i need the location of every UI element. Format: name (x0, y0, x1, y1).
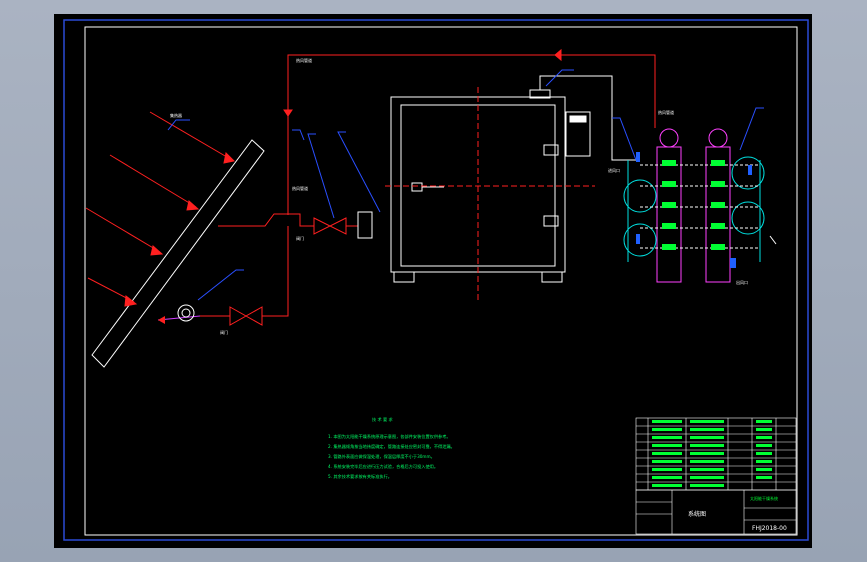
collector-pipe (157, 304, 201, 324)
inlet-flange (357, 211, 373, 239)
label-outlet: 出风口 (736, 279, 748, 285)
exhaust-line (539, 75, 638, 161)
label-valve-lower: 阀门 (220, 329, 228, 335)
valve-upper (313, 217, 347, 235)
company-name: 太阳能干燥系统 (750, 495, 778, 501)
note-3: 3. 管路外表面应做保温处理，保温层厚度不小于30mm。 (328, 453, 435, 460)
oven-centerlines (385, 87, 595, 300)
label-pipe-right: 热风管道 (658, 109, 674, 115)
parts-list-fill (652, 420, 772, 487)
parts-list (635, 417, 797, 491)
label-pipe-left: 热风管道 (292, 185, 308, 191)
sheet-background (54, 14, 812, 548)
heat-exchanger (623, 128, 777, 283)
label-pipe-top: 热风管道 (296, 57, 312, 63)
sun-rays (85, 111, 236, 307)
inner-frame (84, 26, 798, 536)
label-valve-upper: 阀门 (296, 235, 304, 241)
hot-air-pipes (200, 48, 656, 317)
leader-lines (167, 69, 764, 301)
notes-title: 技 术 要 求 (372, 416, 394, 423)
drawing-number: FHJ2018-00 (752, 525, 787, 532)
note-4: 4. 系统安装完毕后应进行压力试验，合格后方可投入使用。 (328, 463, 438, 470)
title-block (635, 489, 797, 535)
drawing-name: 系统图 (688, 510, 706, 518)
note-5: 5. 其余技术要求按有关标准执行。 (328, 473, 392, 480)
note-2: 2. 集热器倾角按当地纬度确定，管路连接处应密封可靠，不得泄漏。 (328, 443, 455, 450)
outer-frame (63, 19, 809, 541)
valve-lower (229, 306, 263, 326)
label-inlet: 进风口 (608, 167, 620, 173)
solar-collector (91, 139, 265, 368)
label-collector: 集热器 (170, 112, 182, 118)
note-1: 1. 本图为太阳能干燥系统原理示意图，各部件安装位置仅供参考。 (328, 433, 451, 440)
